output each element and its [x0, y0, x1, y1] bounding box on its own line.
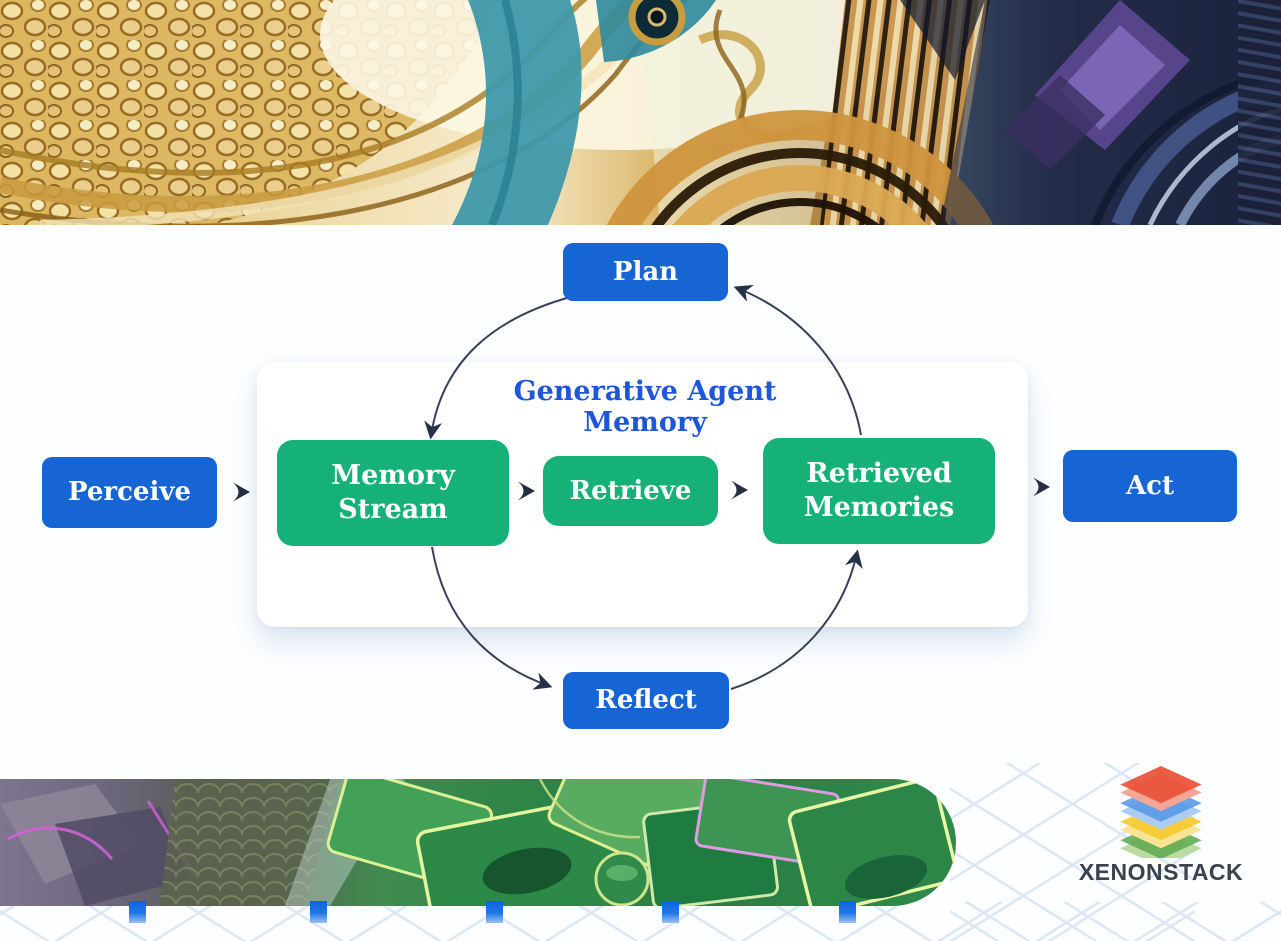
node-plan: Plan — [563, 243, 728, 301]
flow-chevron-icon — [727, 478, 751, 502]
flow-chevron-icon — [1029, 475, 1053, 499]
node-memory-stream: Memory Stream — [277, 440, 509, 546]
flow-chevron-icon — [514, 479, 538, 503]
footer-art-strip — [0, 779, 956, 906]
chevron-pattern — [0, 902, 1281, 941]
xenonstack-logo-icon — [1116, 766, 1206, 858]
banner-art — [0, 0, 1281, 225]
accent-square — [129, 901, 146, 923]
accent-square — [486, 901, 503, 923]
node-act: Act — [1063, 450, 1237, 522]
stacked-layers-icon — [1120, 766, 1202, 858]
brand-name: XENONSTACK — [1078, 859, 1244, 885]
node-retrieve: Retrieve — [543, 456, 718, 526]
accent-square — [310, 901, 327, 923]
accent-square — [662, 901, 679, 923]
banner-art-illustration — [0, 0, 1281, 225]
card-title: Generative Agent Memory — [513, 376, 777, 439]
node-reflect: Reflect — [563, 672, 729, 729]
footer-art-illustration — [0, 779, 956, 906]
flow-chevron-icon — [229, 480, 253, 504]
node-perceive: Perceive — [42, 457, 217, 528]
node-retrieved-memories: Retrieved Memories — [763, 438, 995, 544]
accent-square — [839, 901, 856, 923]
